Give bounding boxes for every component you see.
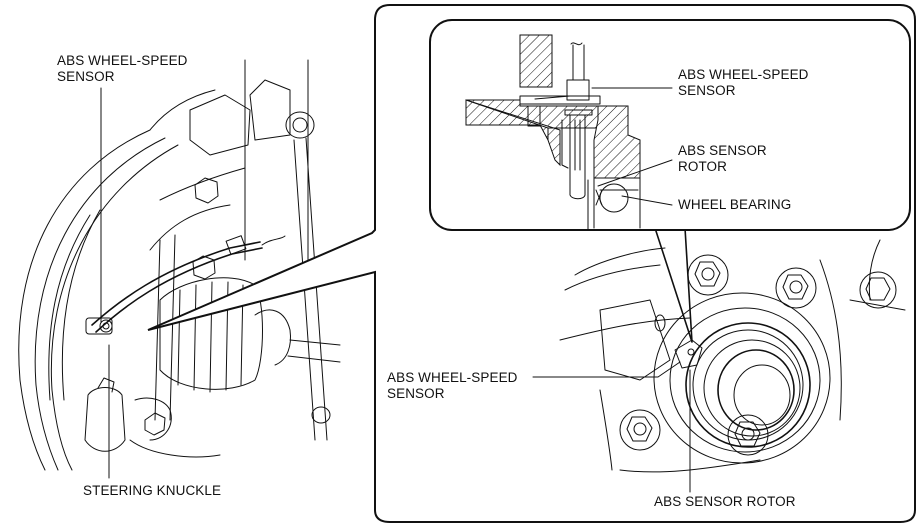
label-line: STEERING KNUCKLE xyxy=(83,483,222,498)
label-line: SENSOR xyxy=(387,386,445,401)
label-detail-abs-wheel-speed-sensor: ABS WHEEL-SPEED SENSOR xyxy=(678,67,809,99)
label-line: ABS WHEEL-SPEED xyxy=(678,67,809,82)
hub-illustration xyxy=(559,239,906,473)
label-left-abs-wheel-speed-sensor: ABS WHEEL-SPEED SENSOR xyxy=(57,53,188,85)
leader-detail-bearing xyxy=(621,195,673,206)
label-hub-abs-wheel-speed-sensor: ABS WHEEL-SPEED SENSOR xyxy=(387,370,518,402)
label-line: ABS WHEEL-SPEED xyxy=(57,53,188,68)
label-line: WHEEL BEARING xyxy=(678,197,792,212)
label-line: SENSOR xyxy=(57,69,115,84)
label-steering-knuckle: STEERING KNUCKLE xyxy=(83,483,221,499)
detail-pointer xyxy=(654,227,693,343)
label-line: ABS WHEEL-SPEED xyxy=(387,370,518,385)
label-detail-abs-sensor-rotor: ABS SENSOR ROTOR xyxy=(678,143,767,175)
cross-section-illustration xyxy=(465,34,641,231)
label-line: ROTOR xyxy=(678,159,728,174)
label-detail-wheel-bearing: WHEEL BEARING xyxy=(678,197,791,213)
label-line: SENSOR xyxy=(678,83,736,98)
label-hub-abs-sensor-rotor: ABS SENSOR ROTOR xyxy=(654,494,796,510)
label-line: ABS SENSOR ROTOR xyxy=(654,494,796,509)
label-line: ABS SENSOR xyxy=(678,143,767,158)
knuckle-assembly-illustration xyxy=(18,59,341,471)
leader-detail-rotor xyxy=(597,159,673,187)
leader-hub-sensor xyxy=(532,361,681,378)
